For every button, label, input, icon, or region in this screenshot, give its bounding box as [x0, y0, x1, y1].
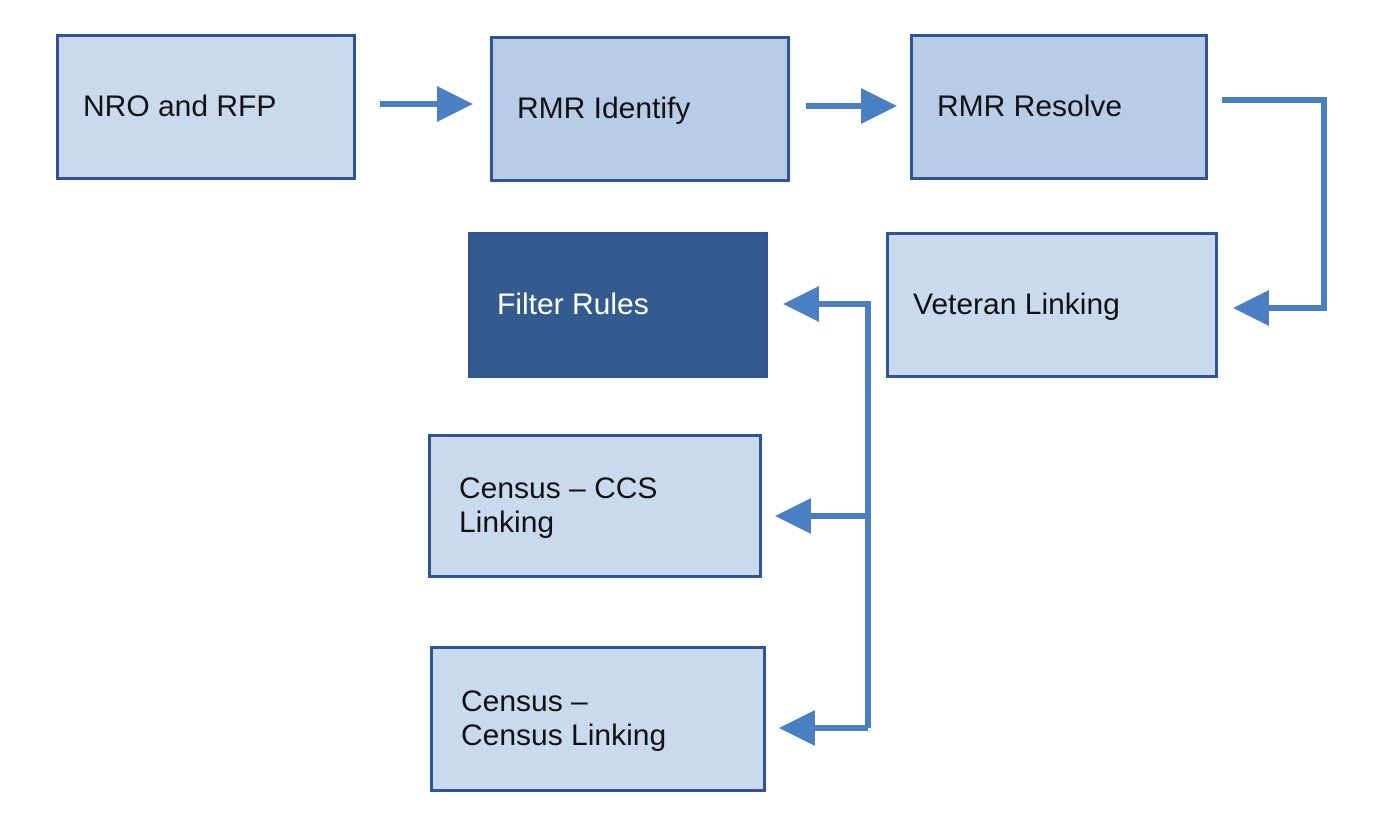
node-label: RMR Resolve	[937, 90, 1123, 124]
node-label: Census – CCS Linking	[459, 472, 658, 539]
node-label: Census – Census Linking	[461, 685, 667, 752]
node-rmr-identify: RMR Identify	[490, 36, 790, 182]
arrow-to-filter-rules	[783, 286, 871, 728]
node-nro-and-rfp: NRO and RFP	[56, 34, 356, 180]
node-rmr-resolve: RMR Resolve	[910, 34, 1208, 180]
node-filter-rules: Filter Rules	[468, 232, 768, 378]
arrow-resolve-to-veteran	[1222, 97, 1327, 326]
node-veteran-linking: Veteran Linking	[886, 232, 1218, 378]
node-label: Filter Rules	[497, 288, 649, 322]
node-census-ccs-linking: Census – CCS Linking	[428, 434, 762, 578]
node-label: NRO and RFP	[83, 90, 277, 124]
node-label: RMR Identify	[517, 92, 691, 126]
node-label: Veteran Linking	[913, 288, 1120, 322]
node-census-census-linking: Census – Census Linking	[430, 646, 766, 792]
